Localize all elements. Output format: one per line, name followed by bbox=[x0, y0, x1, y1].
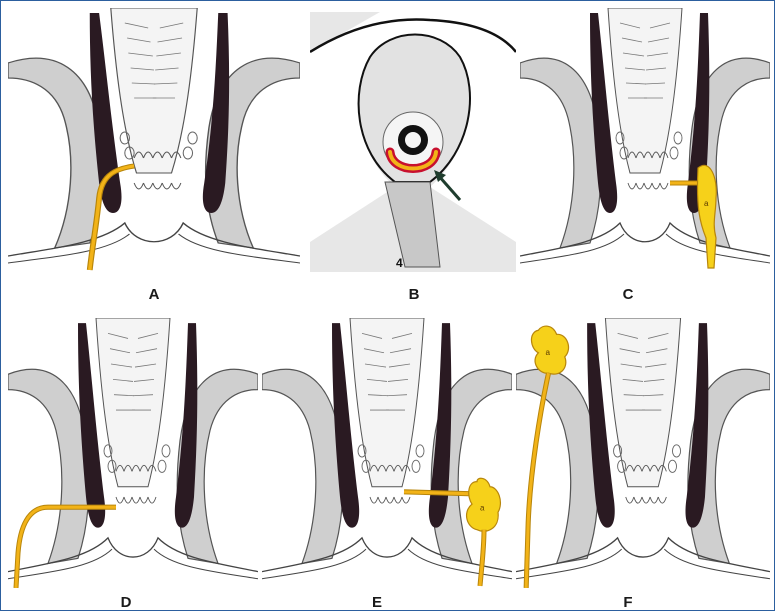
panel-label-e: E bbox=[347, 594, 407, 611]
panel-a bbox=[8, 8, 300, 272]
panel-d bbox=[8, 318, 258, 588]
panel-b: 4 bbox=[310, 12, 516, 272]
panel-b-drawing bbox=[310, 12, 516, 272]
panel-a-drawing bbox=[8, 8, 300, 272]
panel-label-f: F bbox=[598, 594, 658, 611]
panel-e-drawing: a bbox=[262, 318, 512, 588]
panel-b-number: 4 bbox=[396, 256, 403, 270]
fistula-tract bbox=[526, 373, 548, 588]
panel-f: a bbox=[516, 318, 770, 588]
abscess-marker: a bbox=[704, 199, 709, 208]
panel-e: a bbox=[262, 318, 512, 588]
panel-c: a bbox=[520, 8, 770, 272]
panel-label-b: B bbox=[384, 286, 444, 303]
panel-label-c: C bbox=[598, 286, 658, 303]
abscess-shape bbox=[531, 326, 568, 374]
abscess-marker: a bbox=[480, 503, 485, 512]
panel-label-d: D bbox=[96, 594, 156, 611]
panel-f-drawing: a bbox=[516, 318, 770, 588]
abscess-marker: a bbox=[545, 348, 550, 357]
panel-c-drawing: a bbox=[520, 8, 770, 272]
panel-label-a: A bbox=[124, 286, 184, 303]
panel-d-drawing bbox=[8, 318, 258, 588]
abscess-shape bbox=[697, 165, 716, 268]
